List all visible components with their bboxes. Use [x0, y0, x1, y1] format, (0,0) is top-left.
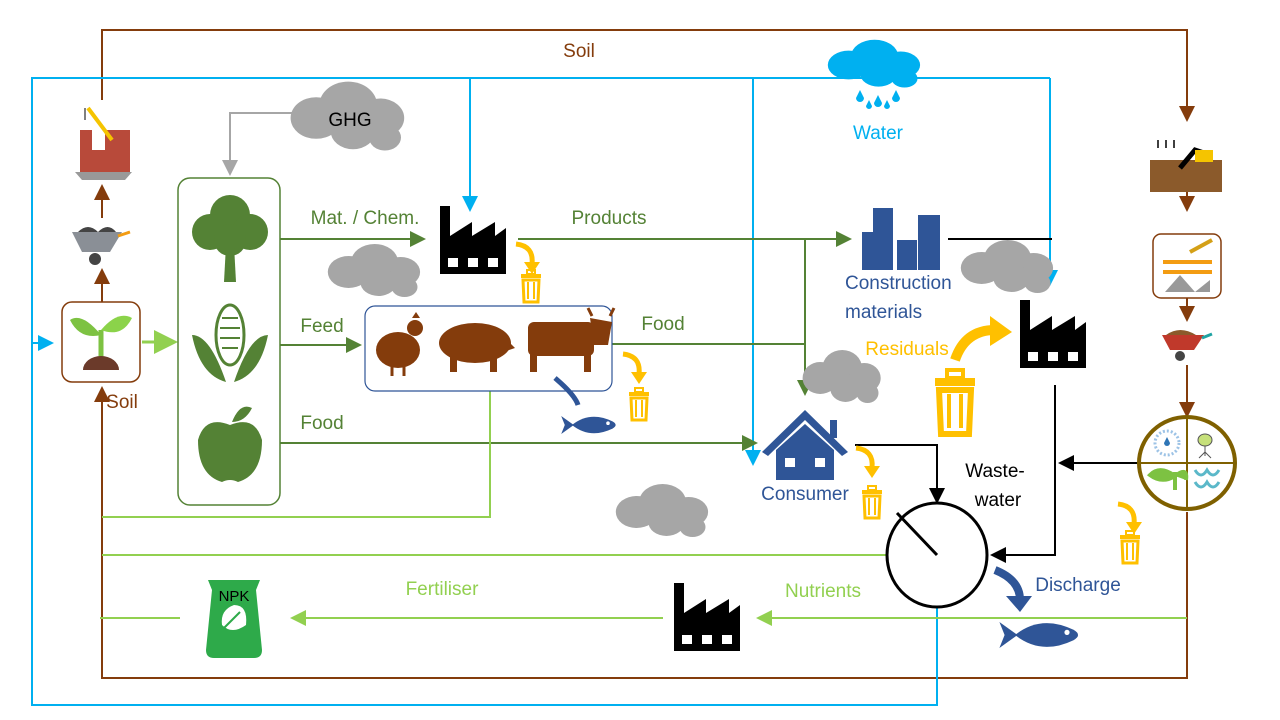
excavator-icon	[1150, 140, 1222, 192]
trash-icon	[627, 386, 651, 422]
consumer-label: Consumer	[761, 484, 849, 505]
wheelbarrow-icon	[1162, 330, 1213, 361]
nutrients-label: Nutrients	[785, 581, 861, 602]
cow-icon	[528, 307, 616, 372]
buildings-icon	[862, 208, 940, 270]
chicken-icon	[376, 312, 423, 376]
factory-icon	[674, 583, 740, 651]
fertiliser-label: Fertiliser	[406, 579, 480, 600]
waste-arrow-icon	[623, 354, 647, 384]
water-cloud-icon	[827, 39, 921, 109]
waste-arrow-icon	[1118, 504, 1142, 534]
soil-flow-lines	[94, 29, 1195, 679]
food-animals-label: Food	[641, 314, 684, 335]
soil-top-label: Soil	[563, 41, 595, 62]
emission-cloud-icon	[327, 244, 421, 297]
water-flow-lines	[31, 77, 1058, 706]
bioremediation-circle-icon	[1137, 415, 1237, 511]
residuals-label: Residuals	[865, 339, 948, 360]
seedling-icon	[70, 315, 132, 370]
waste-arrow-icon	[856, 448, 880, 478]
wheelbarrow-icon	[72, 227, 131, 265]
trash-icon	[519, 268, 543, 304]
factory-icon	[440, 206, 506, 274]
food-plants-label: Food	[300, 413, 343, 434]
wastewater-label-line2: water	[974, 490, 1022, 511]
fish-icon	[561, 416, 616, 434]
residuals-arrowhead	[990, 316, 1012, 346]
discharge-arrowhead	[1006, 596, 1032, 612]
trash-icon	[860, 484, 884, 520]
feed-label: Feed	[300, 316, 343, 337]
emission-cloud-icon	[615, 484, 709, 537]
products-label: Products	[572, 208, 647, 229]
npk-label: NPK	[219, 588, 250, 605]
discharge-arrow-icon	[553, 376, 581, 406]
apple-icon	[198, 406, 262, 482]
tree-icon	[192, 195, 268, 282]
house-icon	[762, 410, 848, 480]
trash-icon	[1118, 529, 1142, 565]
fish-icon	[999, 622, 1079, 648]
construction-label-line2: materials	[845, 302, 922, 323]
construction-crane-icon	[75, 106, 132, 180]
residuals-arrow-icon	[950, 325, 996, 362]
nutrient-flow-lines	[100, 330, 1187, 626]
corn-icon	[192, 303, 268, 382]
wastewater-flow-lines	[855, 238, 1140, 563]
mat-chem-label: Mat. / Chem.	[311, 208, 420, 229]
ghg-label: GHG	[328, 110, 371, 131]
biomass-flow-lines	[280, 231, 852, 451]
construction-label-line1: Construction	[845, 273, 952, 294]
discharge-label: Discharge	[1035, 575, 1121, 596]
wastewater-label-line1: Waste-	[965, 461, 1024, 482]
pig-icon	[439, 323, 515, 372]
ghg-flow-line	[222, 112, 300, 176]
soil-treatment-tool-icon	[1152, 233, 1222, 299]
discharge-arrow-icon	[993, 566, 1024, 601]
fertiliser-bag-icon	[206, 580, 262, 658]
trash-icon	[935, 370, 975, 434]
treatment-plant-icon	[885, 501, 989, 609]
emission-cloud-icon	[960, 240, 1054, 293]
water-label: Water	[853, 123, 904, 144]
factory-icon	[1020, 300, 1086, 368]
soil-left-label: Soil	[106, 392, 138, 413]
